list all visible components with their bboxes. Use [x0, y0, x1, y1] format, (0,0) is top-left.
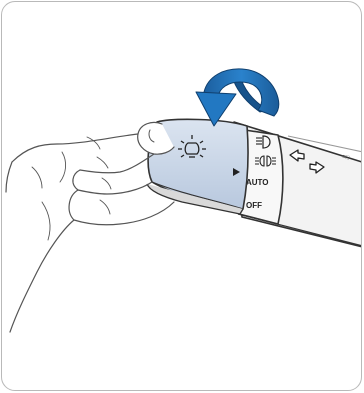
light-switch-illustration: ≡□ AUTO OFF: [2, 2, 362, 391]
rotation-arrow-icon: [196, 69, 279, 126]
off-label: OFF: [246, 201, 262, 210]
auto-label: AUTO: [246, 178, 269, 187]
